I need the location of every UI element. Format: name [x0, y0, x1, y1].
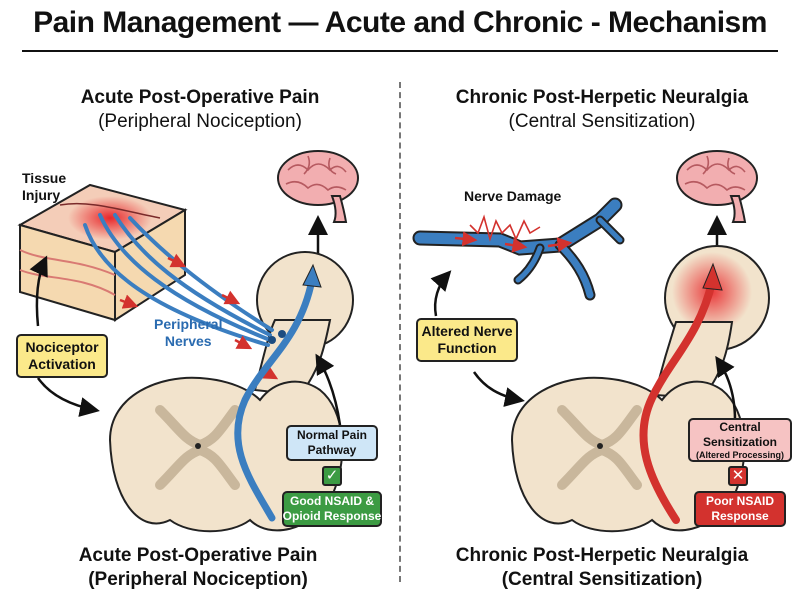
right-ascending-pathway — [639, 278, 716, 524]
left-brain — [277, 150, 359, 223]
right-footer: Chronic Post-Herpetic Neuralgia (Central… — [422, 544, 782, 592]
central-sensitization-text: Central Sensitization — [702, 419, 777, 449]
page-title: Pain Management — Acute and Chronic - Me… — [33, 6, 767, 39]
normal-pain-pathway-box: Normal Pain Pathway — [286, 425, 378, 461]
left-heading: Acute Post-Operative Pain (Peripheral No… — [30, 86, 370, 134]
right-heading-title: Chronic Post-Herpetic Neuralgia — [455, 87, 749, 108]
tissue-injury-label: Tissue Injury — [22, 170, 67, 203]
left-nerve-fibers — [83, 213, 274, 347]
left-footer-title: Acute Post-Operative Pain — [78, 545, 318, 566]
right-footer-subtitle: (Central Sensitization) — [501, 569, 703, 590]
right-signal-arrows — [454, 231, 573, 253]
right-spinal-cord — [510, 376, 746, 533]
peripheral-nerves-label: Peripheral Nerves — [154, 316, 223, 349]
cross-icon: ✕ — [728, 466, 748, 486]
right-brain — [676, 150, 758, 223]
right-heading-subtitle: (Central Sensitization) — [508, 111, 696, 132]
panel-divider — [399, 82, 401, 582]
altered-nerve-function-box: Altered Nerve Function — [416, 318, 518, 362]
right-footer-title: Chronic Post-Herpetic Neuralgia — [455, 545, 749, 566]
nociceptor-activation-box: Nociceptor Activation — [16, 334, 108, 378]
central-sensitization-box: Central Sensitization (Altered Processin… — [688, 418, 792, 462]
left-heading-subtitle: (Peripheral Nociception) — [98, 111, 302, 132]
left-footer-subtitle: (Peripheral Nociception) — [88, 569, 308, 590]
title-underline — [22, 50, 778, 52]
right-damaged-nerve — [412, 197, 625, 301]
right-heading: Chronic Post-Herpetic Neuralgia (Central… — [432, 86, 772, 134]
nerve-damage-label: Nerve Damage — [464, 188, 562, 204]
check-icon: ✓ — [322, 466, 342, 486]
left-ascending-pathway — [234, 276, 316, 522]
left-heading-title: Acute Post-Operative Pain — [80, 87, 320, 108]
altered-processing-text: (Altered Processing) — [695, 449, 785, 460]
poor-response-box: Poor NSAID Response — [694, 491, 786, 527]
good-response-box: Good NSAID & Opioid Response — [282, 491, 382, 527]
left-footer: Acute Post-Operative Pain (Peripheral No… — [18, 544, 378, 592]
left-tissue-block — [17, 183, 188, 322]
